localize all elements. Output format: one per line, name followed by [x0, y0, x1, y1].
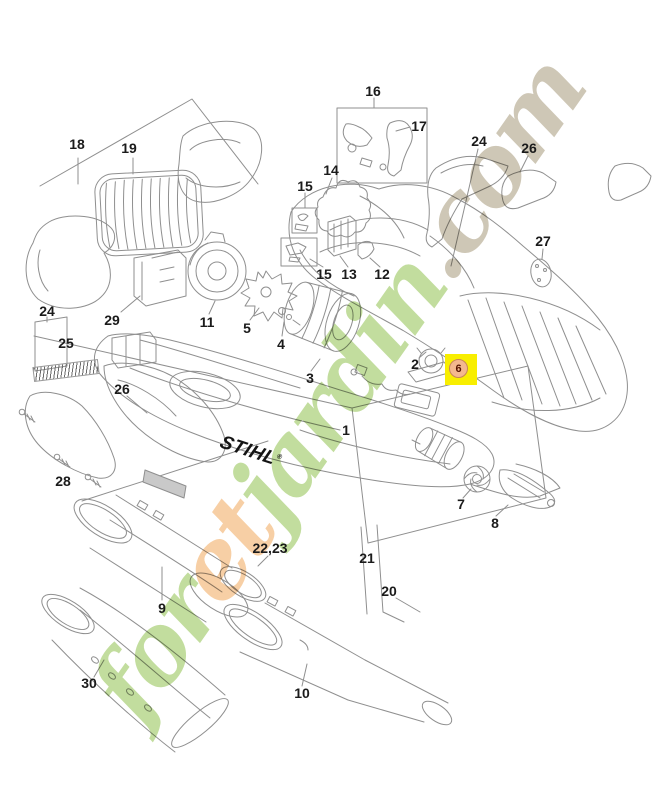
part-15-clips [280, 207, 318, 267]
part-30-flat-nozzle [41, 587, 229, 753]
part-label-14: 14 [323, 162, 339, 178]
part-label-12: 12 [374, 266, 390, 282]
part-6-grommet [416, 347, 446, 374]
part-label-7: 7 [457, 496, 465, 512]
part-label-2: 2 [411, 356, 419, 372]
part-18-upper-shell [177, 120, 262, 203]
part-label-5: 5 [243, 320, 251, 336]
part-label-29: 29 [104, 312, 120, 328]
part-29-fan-housing [133, 249, 187, 307]
part-label-24: 24 [39, 303, 55, 319]
part-label-3: 3 [306, 370, 314, 386]
part-label-17: 17 [411, 118, 427, 134]
part-7-fan [463, 465, 491, 493]
main-housing-lower [93, 331, 561, 499]
part-label-9: 9 [158, 600, 166, 616]
part-label-26: 26 [521, 140, 537, 156]
part-label-20: 20 [381, 583, 397, 599]
part-label-27: 27 [535, 233, 551, 249]
part-label-26: 26 [114, 381, 130, 397]
part-label-19: 19 [121, 140, 137, 156]
part-28-screws [18, 408, 102, 488]
part-8-cone [498, 469, 556, 509]
main-housing-right [288, 183, 628, 432]
part-label-15: 15 [316, 266, 332, 282]
highlight-circle: 6 [449, 359, 468, 378]
part-13-switch-housing [327, 215, 357, 257]
part-18-shell [25, 215, 116, 309]
part-19-filter-grille [94, 169, 204, 257]
part-label-22-23: 22,23 [252, 540, 288, 556]
highlighted-part-6[interactable]: 6 [445, 354, 477, 385]
part-4-washer [278, 307, 301, 326]
part-label-13: 13 [341, 266, 357, 282]
highlight-number: 6 [455, 362, 462, 375]
part-26-shell [501, 162, 652, 210]
part-16-17-handle-group [336, 107, 428, 184]
part-label-1: 1 [342, 422, 350, 438]
part-label-21: 21 [359, 550, 375, 566]
part-label-11: 11 [199, 314, 215, 330]
part-label-4: 4 [277, 336, 285, 352]
part-label-28: 28 [55, 473, 71, 489]
part-9-tube [73, 494, 249, 623]
part-label-8: 8 [491, 515, 499, 531]
part-label-15: 15 [297, 178, 313, 194]
part-24-shell [425, 155, 509, 248]
part-label-16: 16 [365, 83, 381, 99]
part-12-lever [357, 240, 375, 260]
part-label-10: 10 [294, 685, 310, 701]
part-10-tube [223, 595, 453, 726]
part-label-30: 30 [81, 675, 97, 691]
part-5-impeller [240, 270, 298, 322]
part-label-24: 24 [471, 133, 487, 149]
part-label-18: 18 [69, 136, 85, 152]
part-14-gasket [314, 180, 372, 238]
part-22-23-clamp [219, 566, 267, 602]
part-11-volute [187, 231, 247, 301]
part-label-25: 25 [58, 335, 74, 351]
part-26-fairings [24, 362, 226, 479]
